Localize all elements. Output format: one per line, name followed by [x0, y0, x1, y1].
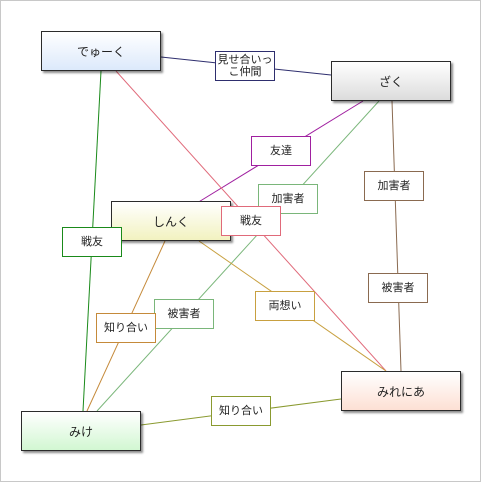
edge-zaku-mike: [96, 100, 380, 412]
node-zaku[interactable]: ざく: [331, 61, 451, 101]
edge-zaku-mirenia: [391, 100, 402, 372]
node-mirenia[interactable]: みれにあ: [341, 371, 461, 411]
node-shinku[interactable]: しんく: [111, 201, 231, 241]
label-shiriai-2: 知り合い: [211, 396, 271, 426]
label-higaisha-1: 被害者: [154, 299, 214, 329]
label-ryousoui: 両想い: [255, 291, 315, 321]
label-higaisha-2: 被害者: [368, 273, 428, 303]
label-miseai: 見せ合いっこ仲間: [215, 51, 275, 81]
label-kagaisha-2: 加害者: [364, 171, 424, 201]
label-senyuu-1: 戦友: [221, 206, 281, 236]
label-senyuu-2: 戦友: [62, 227, 122, 257]
node-mike[interactable]: みけ: [21, 411, 141, 451]
node-dyuuku[interactable]: でゅーく: [41, 31, 161, 71]
label-tomodachi: 友達: [251, 136, 311, 166]
label-shiriai-1: 知り合い: [96, 313, 156, 343]
